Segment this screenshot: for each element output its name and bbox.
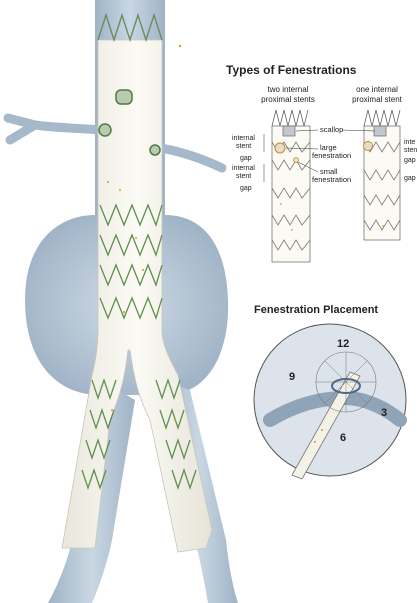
left-label-stent-1: stent bbox=[236, 143, 251, 150]
right-label-gap-2: gap bbox=[404, 175, 416, 182]
right-label-inte: inte bbox=[404, 139, 415, 146]
clock-position-9: 9 bbox=[289, 371, 295, 383]
left-label-stent-2: stent bbox=[236, 173, 251, 180]
right-label-sten: sten bbox=[404, 147, 417, 154]
left-label-internal-1: internal bbox=[232, 135, 255, 142]
large-fenestration-label-2: fenestration bbox=[312, 151, 351, 160]
scallop-fenestration bbox=[116, 90, 132, 104]
left-graft-stent-crown bbox=[272, 110, 308, 126]
left-small-fenestration bbox=[294, 158, 299, 163]
right-heading-line-2: proximal stent bbox=[352, 95, 403, 104]
small-fenestration-label-2: fenestration bbox=[312, 175, 351, 184]
right-heading-line-1: one internal bbox=[356, 85, 398, 94]
right-large-fenestration bbox=[364, 142, 373, 151]
right-scallop bbox=[374, 126, 386, 136]
left-label-gap-2: gap bbox=[240, 185, 252, 192]
clock-position-6: 6 bbox=[340, 432, 346, 444]
left-heading-line-2: proximal stents bbox=[261, 95, 315, 104]
left-large-fenestration bbox=[275, 143, 285, 153]
types-title: Types of Fenestrations bbox=[226, 63, 357, 77]
placement-panel: Fenestration Placement 12 9 3 6 bbox=[254, 304, 406, 479]
right-label-gap-1: gap bbox=[404, 157, 416, 164]
left-scallop bbox=[283, 126, 295, 136]
aorta-illustration bbox=[8, 0, 238, 603]
left-label-gap-1: gap bbox=[240, 155, 252, 162]
right-renal-artery bbox=[160, 148, 222, 168]
clock-position-12: 12 bbox=[337, 338, 349, 350]
clock-position-3: 3 bbox=[381, 407, 387, 419]
right-graft-stent-crown bbox=[364, 110, 400, 126]
scallop-label: scallop bbox=[320, 125, 343, 134]
left-label-internal-2: internal bbox=[232, 165, 255, 172]
types-panel: Types of Fenestrations two internal prox… bbox=[226, 63, 417, 262]
renal-fenestration-left bbox=[99, 124, 111, 136]
renal-fenestration-right bbox=[150, 145, 160, 155]
left-renal-artery bbox=[8, 118, 100, 140]
placement-title: Fenestration Placement bbox=[254, 304, 378, 316]
left-heading-line-1: two internal bbox=[268, 85, 309, 94]
placement-clock-ticks bbox=[316, 352, 376, 412]
